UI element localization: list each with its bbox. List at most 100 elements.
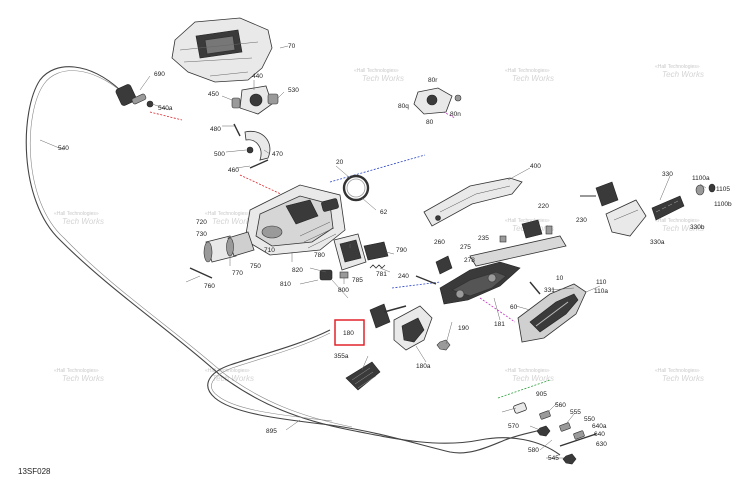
watermark: «Hall Technologies» Tech Works <box>205 211 254 226</box>
part-330a-hand-guard <box>605 199 647 237</box>
callout-690: 690 <box>154 71 165 78</box>
callout-905: 905 <box>536 391 547 398</box>
dashed-alignment-blue <box>329 154 426 183</box>
callout-720: 720 <box>196 219 207 226</box>
callout-230: 230 <box>576 217 587 224</box>
throttle-cable-540-inner <box>29 70 353 428</box>
svg-text:«Hall Technologies»: «Hall Technologies» <box>54 368 99 374</box>
part-330b-grip <box>651 195 685 221</box>
part-278-riser <box>439 261 521 305</box>
callout-781: 781 <box>376 271 387 278</box>
watermark: «Hall Technologies» Tech Works <box>505 68 554 83</box>
callout-780: 780 <box>314 252 325 259</box>
part-331-screw <box>529 281 541 295</box>
watermark: «Hall Technologies» Tech Works <box>54 368 104 383</box>
callout-80q: 80q <box>398 103 409 110</box>
callout-810: 810 <box>280 281 291 288</box>
part-640-fitting <box>573 430 585 440</box>
svg-text:«Hall Technologies»: «Hall Technologies» <box>354 68 399 74</box>
part-790-switch <box>363 241 389 261</box>
callout-630: 630 <box>596 441 607 448</box>
part-70-cluster-housing <box>171 17 273 83</box>
watermark: «Hall Technologies» Tech Works <box>655 218 704 233</box>
svg-text:«Hall Technologies»: «Hall Technologies» <box>505 218 550 224</box>
watermarks: «Hall Technologies» Tech Works «Hall Tec… <box>54 64 704 383</box>
part-180a-brake-housing <box>393 305 433 351</box>
brake-cable-895 <box>207 329 549 454</box>
part-500-clamp <box>244 130 271 161</box>
leader-lines <box>39 45 707 459</box>
callout-110a: 110a <box>594 288 608 295</box>
callout-895: 895 <box>266 428 277 435</box>
callout-80n: 80n <box>450 111 461 118</box>
callout-470: 470 <box>272 151 283 158</box>
svg-text:«Hall Technologies»: «Hall Technologies» <box>655 368 700 374</box>
svg-text:«Hall Technologies»: «Hall Technologies» <box>205 368 250 374</box>
part-690-cable-end <box>115 84 154 108</box>
callout-331: 331 <box>544 287 555 294</box>
svg-text:Tech Works: Tech Works <box>662 374 704 383</box>
callout-710: 710 <box>264 247 275 254</box>
part-80-bracket <box>413 87 462 115</box>
callout-1100b: 1100b <box>714 201 732 208</box>
callout-540a: 540a <box>158 105 173 112</box>
callout-560: 560 <box>555 402 566 409</box>
callout-190: 190 <box>458 325 469 332</box>
part-400-trim-panel <box>423 177 523 227</box>
callout-10: 10 <box>556 275 564 282</box>
callout-330a: 330a <box>650 239 665 246</box>
highlight-box-180 <box>334 319 365 346</box>
callout-540: 540 <box>58 145 69 152</box>
callout-240: 240 <box>398 273 409 280</box>
dashed-alignment-magenta <box>439 109 456 119</box>
svg-text:«Hall Technologies»: «Hall Technologies» <box>655 64 700 70</box>
part-550-fitting <box>559 422 571 432</box>
part-781-spring <box>369 264 386 269</box>
part-560-fitting <box>539 410 551 420</box>
dashed-alignment-green <box>497 379 551 399</box>
callout-785: 785 <box>352 277 363 284</box>
part-450-bushing <box>231 97 241 109</box>
part-240-screw <box>415 275 437 285</box>
part-220-clamp <box>521 219 543 239</box>
svg-text:Tech Works: Tech Works <box>212 217 254 226</box>
callout-480: 480 <box>210 126 221 133</box>
callout-70: 70 <box>288 43 296 50</box>
callout-260: 260 <box>434 239 445 246</box>
callout-80: 80 <box>426 119 434 126</box>
dashed-alignment-red <box>149 111 183 121</box>
callout-330b: 330b <box>690 224 705 231</box>
throttle-cable-540 <box>25 66 561 456</box>
callout-60: 60 <box>510 304 518 311</box>
part-710-handlebar-housing <box>244 184 346 256</box>
watermark: «Hall Technologies» Tech Works <box>655 368 704 383</box>
callout-1105: 1105 <box>716 186 730 193</box>
callout-545: 545 <box>548 455 559 462</box>
callout-800: 800 <box>338 287 349 294</box>
part-230-bolt <box>545 225 553 235</box>
svg-text:Tech Works: Tech Works <box>512 374 554 383</box>
part-460-screw <box>249 159 269 169</box>
part-545-nut <box>562 453 577 465</box>
svg-text:Tech Works: Tech Works <box>212 374 254 383</box>
watermark: «Hall Technologies» Tech Works <box>354 68 404 83</box>
callout-440: 440 <box>252 73 263 80</box>
callout-640: 640 <box>594 431 605 438</box>
watermark: «Hall Technologies» Tech Works <box>505 368 554 383</box>
part-1105-end-cap <box>695 183 716 196</box>
callout-530: 530 <box>288 87 299 94</box>
callout-570: 570 <box>508 423 519 430</box>
part-480-screw <box>233 123 241 137</box>
callout-235: 235 <box>478 235 489 242</box>
part-780-switch-housing <box>333 233 367 271</box>
callout-355a: 355a <box>334 353 349 360</box>
callout-555: 555 <box>570 409 581 416</box>
part-355a-boot <box>345 361 381 391</box>
figure-reference-code: 13SF028 <box>18 467 51 476</box>
svg-text:«Hall Technologies»: «Hall Technologies» <box>54 211 99 217</box>
callout-500: 500 <box>214 151 225 158</box>
svg-text:«Hall Technologies»: «Hall Technologies» <box>205 211 250 217</box>
part-180-brake-lever-body <box>369 303 407 329</box>
part-630-cable-end <box>559 433 597 447</box>
part-760-screw <box>189 267 213 279</box>
